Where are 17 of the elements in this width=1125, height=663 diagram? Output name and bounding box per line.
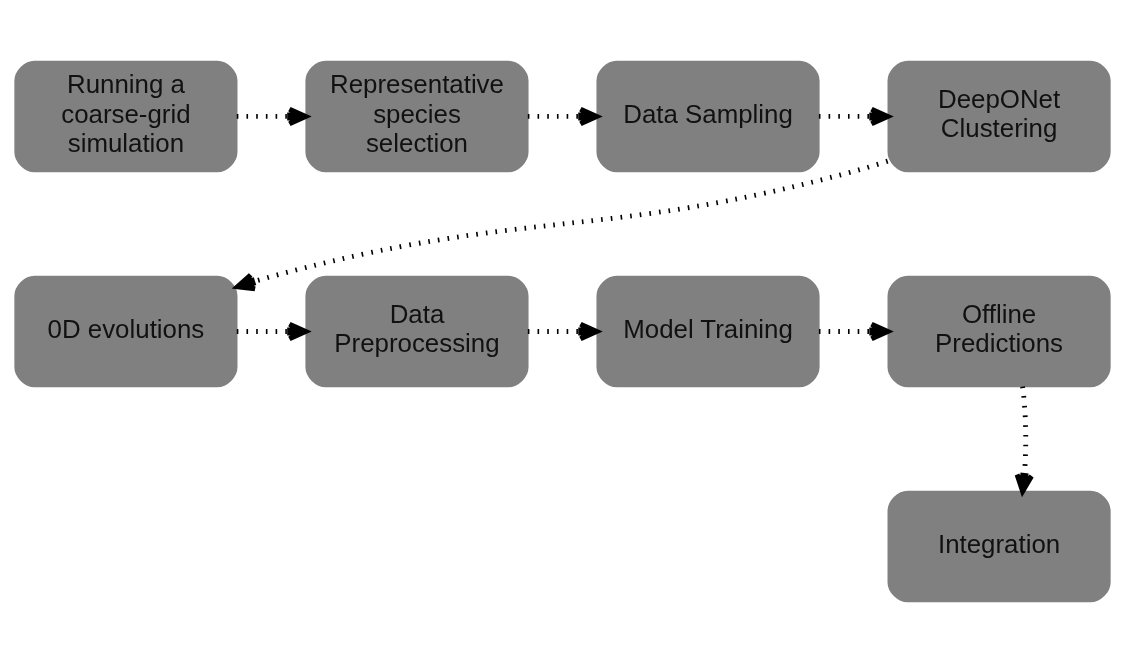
node-box: DeepONet Clustering — [887, 60, 1111, 173]
arrow — [818, 321, 891, 342]
arrow — [527, 321, 600, 342]
node-box: Representative species selection — [305, 60, 529, 173]
node-box: Running a coarse-grid simulation — [14, 60, 238, 173]
arrow — [818, 106, 891, 127]
node-box: Model Training — [596, 275, 820, 388]
arrow — [527, 106, 600, 127]
arrow — [236, 106, 309, 127]
node-box: 0D evolutions — [14, 275, 238, 388]
node-box: Offline Predictions — [887, 275, 1111, 388]
node-box: Data Sampling — [596, 60, 820, 173]
arrow — [1014, 386, 1034, 494]
arrow — [236, 321, 309, 342]
node-box: Data Preprocessing — [305, 275, 529, 388]
arrow — [234, 158, 889, 292]
node-box: Integration — [887, 490, 1111, 603]
